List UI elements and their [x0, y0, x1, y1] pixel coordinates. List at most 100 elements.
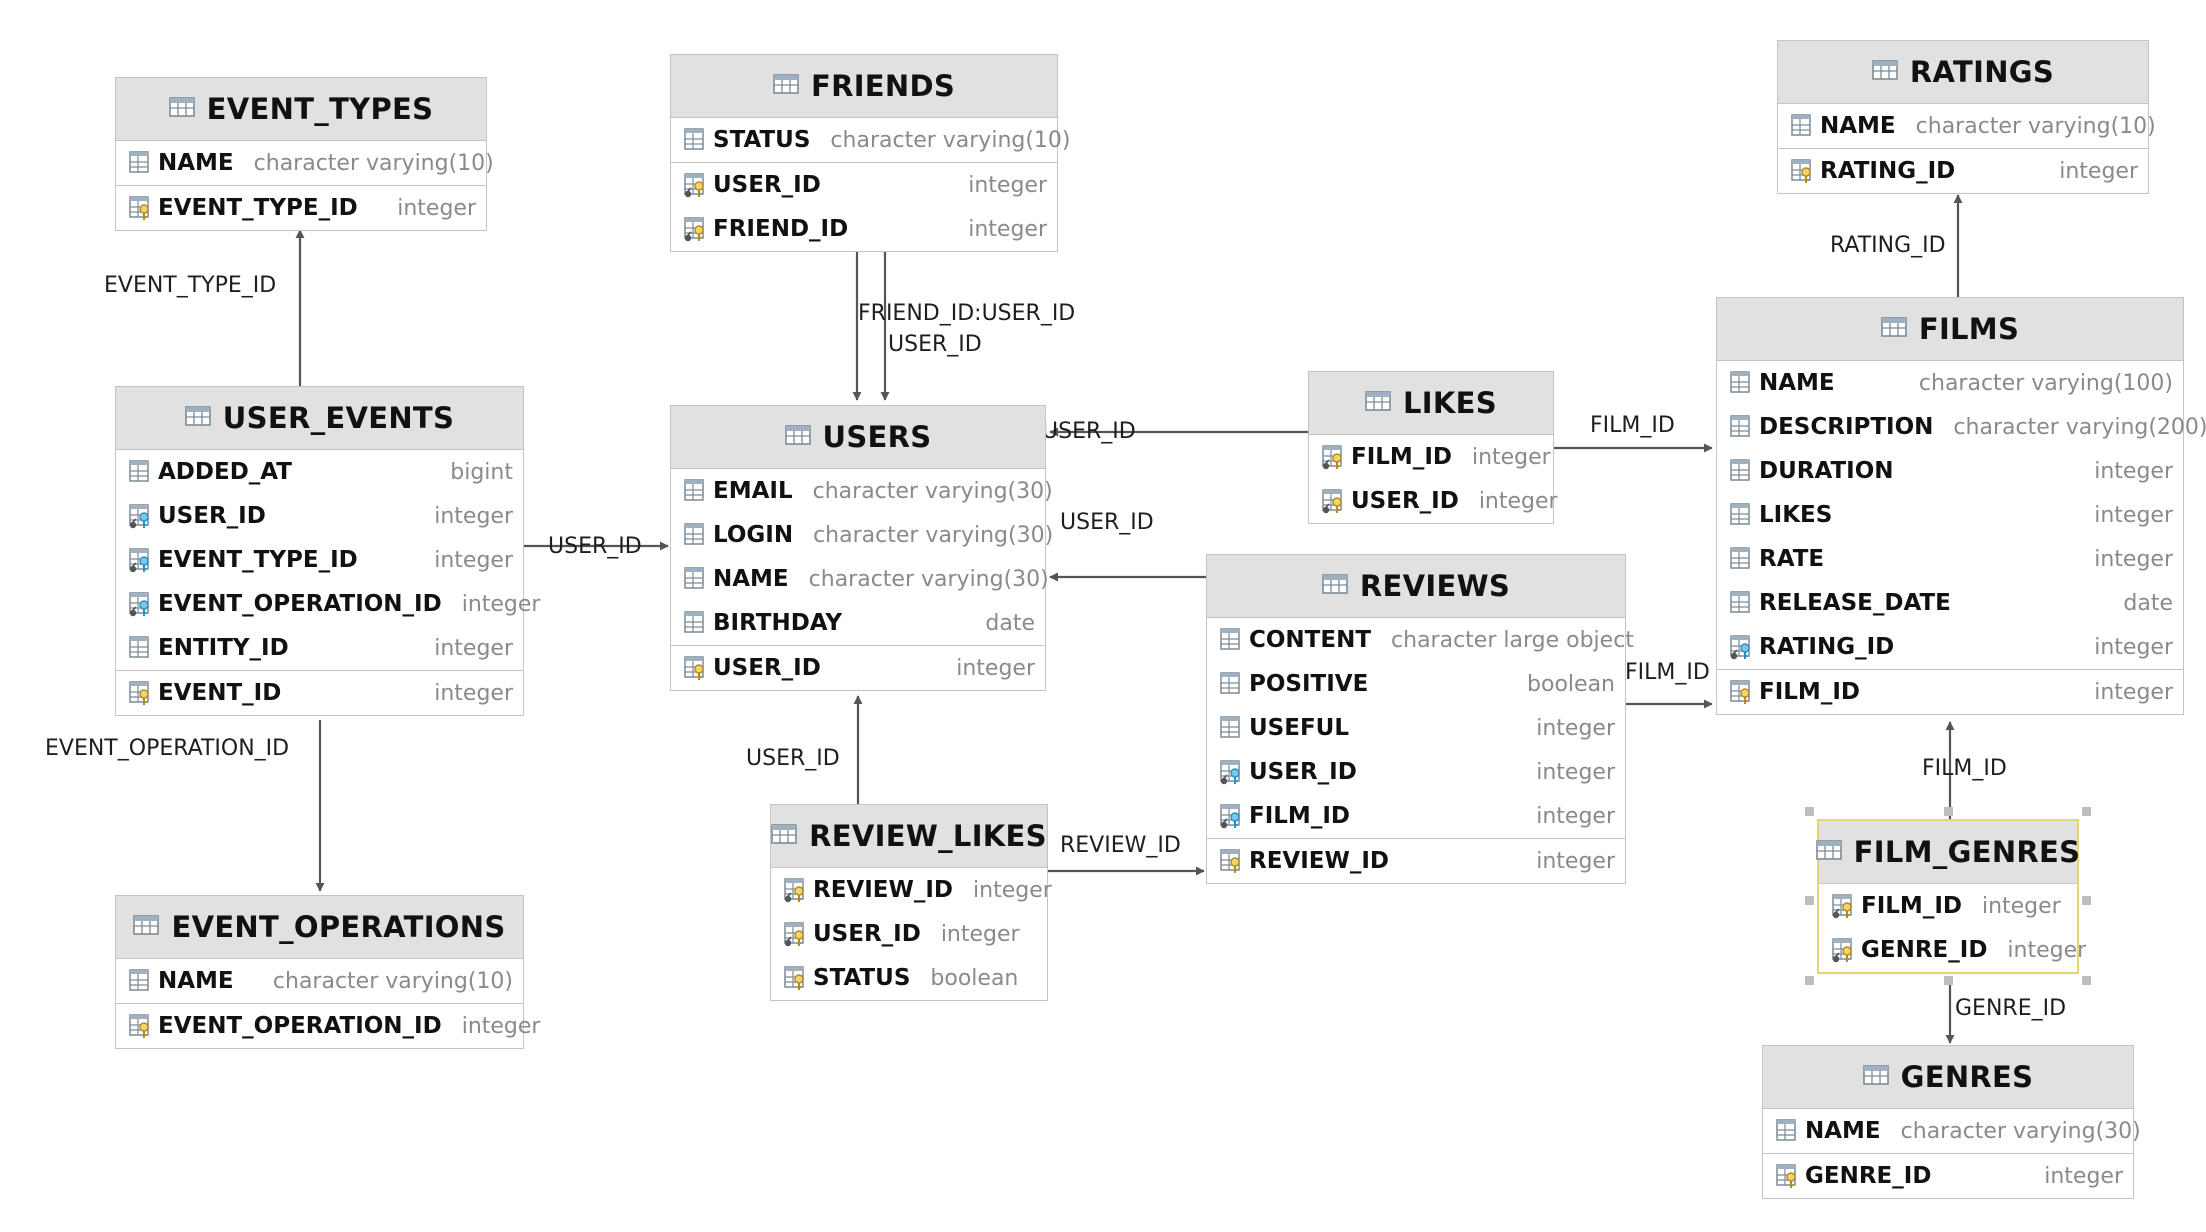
- selection-handle[interactable]: [1944, 976, 1953, 985]
- selection-handle[interactable]: [2082, 807, 2091, 816]
- field-type: integer: [2094, 634, 2173, 660]
- column-icon: [1727, 546, 1753, 572]
- field-name: NAME: [713, 566, 789, 592]
- field-type: integer: [1536, 848, 1615, 874]
- table-header[interactable]: EVENT_TYPES: [116, 78, 486, 141]
- table-header[interactable]: USER_EVENTS: [116, 387, 523, 450]
- primary-foreign-key-icon: [1319, 444, 1345, 470]
- relationship-label: REVIEW_ID: [1060, 833, 1181, 858]
- field-type: integer: [397, 195, 476, 221]
- field-name: USER_ID: [1249, 759, 1357, 785]
- selection-handle[interactable]: [2082, 976, 2091, 985]
- table-title: REVIEWS: [1359, 569, 1511, 603]
- column-icon: [1727, 414, 1753, 440]
- table-header[interactable]: GENRES: [1763, 1046, 2133, 1109]
- table-header[interactable]: REVIEWS: [1207, 555, 1625, 618]
- field-name: STATUS: [813, 965, 911, 991]
- selection-handle[interactable]: [1944, 807, 1953, 816]
- table-header[interactable]: REVIEW_LIKES: [771, 805, 1047, 868]
- table-header[interactable]: FILMS: [1717, 298, 2183, 361]
- table-title: FRIENDS: [810, 69, 956, 103]
- field-name: EVENT_ID: [158, 680, 282, 706]
- field-type: integer: [1981, 893, 2061, 919]
- field-type: integer: [973, 877, 1052, 903]
- selection-handle[interactable]: [1805, 896, 1814, 905]
- field-name: NAME: [158, 150, 234, 176]
- field-name: FILM_ID: [1351, 444, 1452, 470]
- relationship-label: EVENT_OPERATION_ID: [45, 736, 290, 761]
- table-header[interactable]: FRIENDS: [671, 55, 1057, 118]
- selection-handle[interactable]: [2082, 896, 2091, 905]
- selection-handle[interactable]: [1805, 976, 1814, 985]
- table-header[interactable]: LIKES: [1309, 372, 1553, 435]
- relationship-label: FRIEND_ID:USER_ID: [858, 301, 1076, 326]
- field-type: integer: [968, 216, 1047, 242]
- field-name: FILM_ID: [1759, 679, 1860, 705]
- field-name: USER_ID: [1351, 488, 1459, 514]
- foreign-key-icon: [1217, 759, 1243, 785]
- table-header[interactable]: EVENT_OPERATIONS: [116, 896, 523, 959]
- selection-handle[interactable]: [1805, 807, 1814, 816]
- table-header[interactable]: RATINGS: [1778, 41, 2148, 104]
- field-name: EVENT_OPERATION_ID: [158, 1013, 442, 1039]
- table-header[interactable]: USERS: [671, 406, 1045, 469]
- table-icon: [168, 97, 195, 121]
- table-header[interactable]: FILM_GENRES: [1815, 821, 2080, 884]
